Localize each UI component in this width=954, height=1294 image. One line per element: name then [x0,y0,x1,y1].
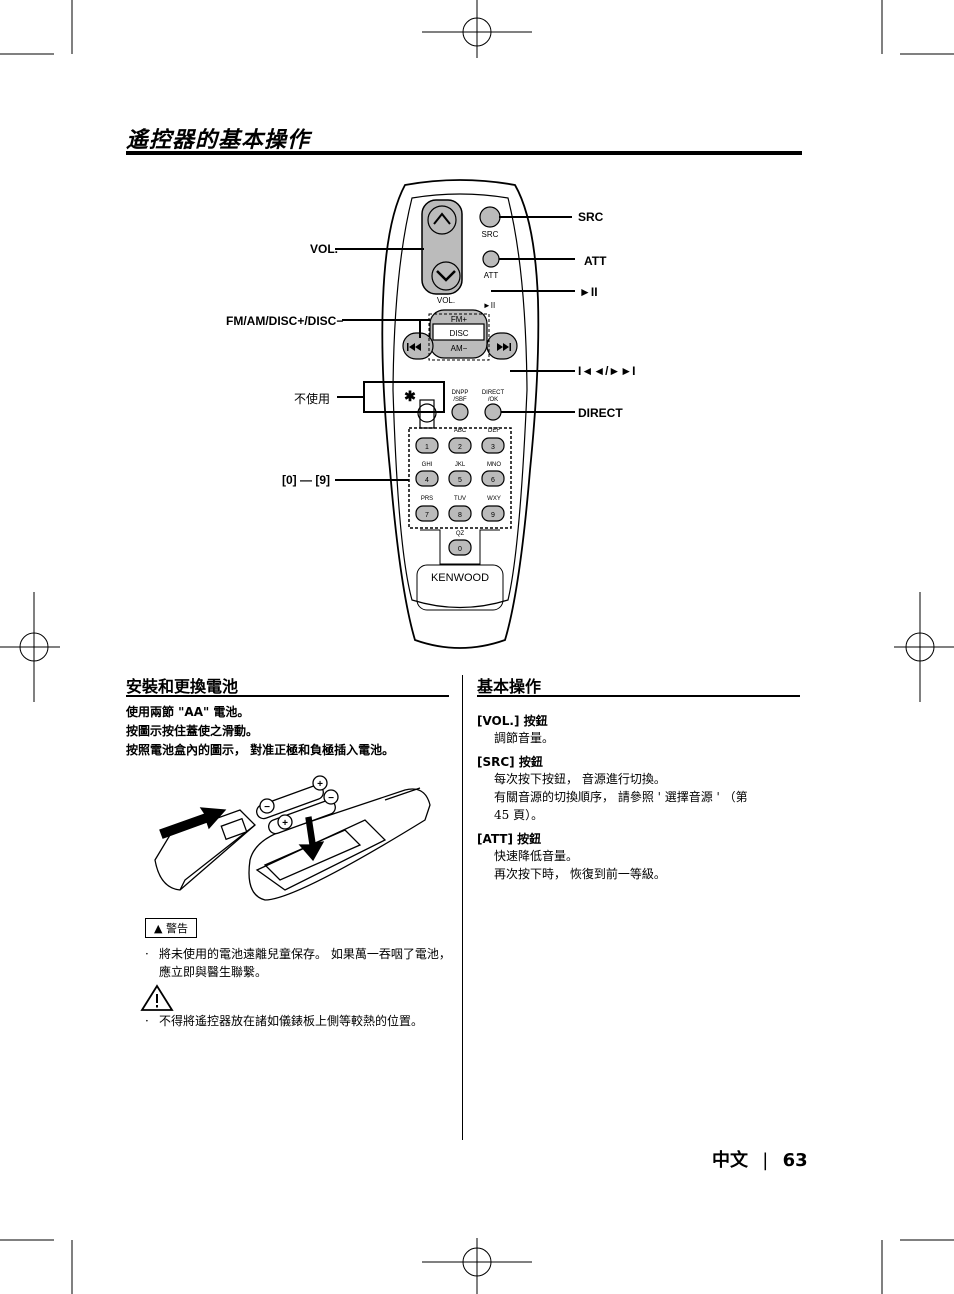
section-line: 快速降低音量。 [494,849,579,863]
remote-tuv-label: TUV [454,496,466,502]
section-vol: [VOL.] 按鈕 調節音量。 [477,712,802,747]
title-rule [126,151,802,155]
battery-illustration: + + − − [154,775,431,901]
page-number: 63 [782,1150,808,1171]
warning-triangle-icon: ▲ [154,922,163,935]
remote-star-label: ✱ [404,388,416,404]
remote-key-5: 5 [458,477,462,484]
warning-box: ▲ 警告 [145,918,197,938]
remote-am-label: AM− [451,344,468,353]
basic-heading: 基本操作 [477,677,542,696]
remote-key-6: 6 [491,477,495,484]
callout-vol: VOL. [310,242,338,256]
remote-key-1: 1 [425,444,429,451]
warning-text: 不得將遙控器放在諸如儀錶板上側等較熱的位置。 [159,1014,424,1028]
remote-key-3: 3 [491,444,495,451]
remote-ghi-label: GHI [422,462,433,468]
warning-item: · 不得將遙控器放在諸如儀錶板上側等較熱的位置。 [145,1012,451,1030]
section-line: 每次按下按鈕， 音源進行切換。 [494,772,666,786]
remote-sbf-label: /SBF [453,397,467,403]
section-src: [SRC] 按鈕 每次按下按鈕， 音源進行切換。 有關音源的切換順序， 請參照 … [477,753,802,824]
svg-text:−: − [328,793,334,804]
remote-def-label: DEF [488,428,500,434]
remote-mno-label: MNO [487,462,501,468]
remote-key-8: 8 [458,512,462,519]
remote-ok-label: /OK [488,397,498,403]
remote-fm-label: FM+ [451,315,468,324]
caution-icon [140,984,174,1011]
section-line: 45 頁）。 [494,808,544,822]
remote-key-2: 2 [458,444,462,451]
callout-play-pause: ►II [579,285,598,299]
section-key: [VOL.] [477,714,520,728]
svg-text:+: + [282,818,288,829]
warning-item: · 將未使用的電池遠離兒童保存。 如果萬一吞咽了電池， 應立即與醫生聯繫。 [145,947,451,979]
remote-prs-label: PRS [421,496,433,502]
battery-steps: 使用兩節 "AA" 電池。 按圖示按住蓋使之滑動。 按照電池盒內的圖示， 對准正… [126,703,466,760]
battery-heading-rule [126,695,449,697]
footer-language: 中文 [712,1150,748,1171]
section-title: 按鈕 [517,832,542,846]
remote-brand: KENWOOD [431,572,489,584]
section-att: [ATT] 按鈕 快速降低音量。 再次按下時， 恢復到前一等級。 [477,830,802,883]
warning-text: 將未使用的電池遠離兒童保存。 如果萬一吞咽了電池， 應立即與醫生聯繫。 [159,947,451,979]
section-line: 有關音源的切換順序， 請參照 ' 選擇音源 ' （第 [494,790,748,804]
svg-text:−: − [264,802,270,813]
callout-fm-am-disc: FM/AM/DISC+/DISC− [226,314,343,328]
warning-label: 警告 [165,922,188,935]
battery-step: 按圖示按住蓋使之滑動。 [126,724,259,738]
remote-jkl-label: JKL [455,462,466,468]
basic-sections: [VOL.] 按鈕 調節音量。 [SRC] 按鈕 每次按下按鈕， 音源進行切換。… [477,712,802,883]
callout-not-used: 不使用 [294,391,330,406]
section-key: [SRC] [477,755,515,769]
remote-wxy-label: WXY [487,496,501,502]
callout-att: ATT [584,254,607,268]
remote-src-label: SRC [482,230,499,239]
section-title: 按鈕 [523,714,548,728]
column-divider [462,675,463,1140]
remote-key-0: 0 [458,546,462,553]
remote-key-7: 7 [425,512,429,519]
section-line: 再次按下時， 恢復到前一等級。 [494,867,666,881]
basic-heading-rule [477,695,800,697]
remote-direct-label: DIRECT [482,390,505,396]
battery-step: 按照電池盒內的圖示， 對准正極和負極插入電池。 [126,743,395,757]
callout-track: I◄◄/►►I [578,364,636,378]
remote-dnpp-label: DNPP [452,390,469,396]
callout-numbers: [0] — [9] [282,473,330,487]
callout-direct: DIRECT [578,406,623,420]
remote-key-4: 4 [425,477,429,484]
remote-diagram: SRC ATT VOL. ►II FM+ DISC AM− DNPP /SBF … [226,179,636,649]
section-key: [ATT] [477,832,513,846]
page-footer: 中文 | 63 [712,1150,808,1171]
section-line: 調節音量。 [494,731,555,745]
remote-play-label: ►II [483,301,495,310]
callout-src: SRC [578,210,604,224]
remote-att-label: ATT [484,271,499,280]
svg-text:+: + [317,779,323,790]
remote-key-9: 9 [491,512,495,519]
page-title: 遙控器的基本操作 [126,128,311,153]
remote-vol-label: VOL. [437,296,455,305]
battery-step: 使用兩節 "AA" 電池。 [126,705,250,719]
section-title: 按鈕 [518,755,543,769]
remote-qz-label: QZ [456,531,465,537]
remote-abc-label: ABC [454,428,467,434]
battery-heading: 安裝和更換電池 [126,677,239,696]
remote-disc-label: DISC [449,329,468,338]
